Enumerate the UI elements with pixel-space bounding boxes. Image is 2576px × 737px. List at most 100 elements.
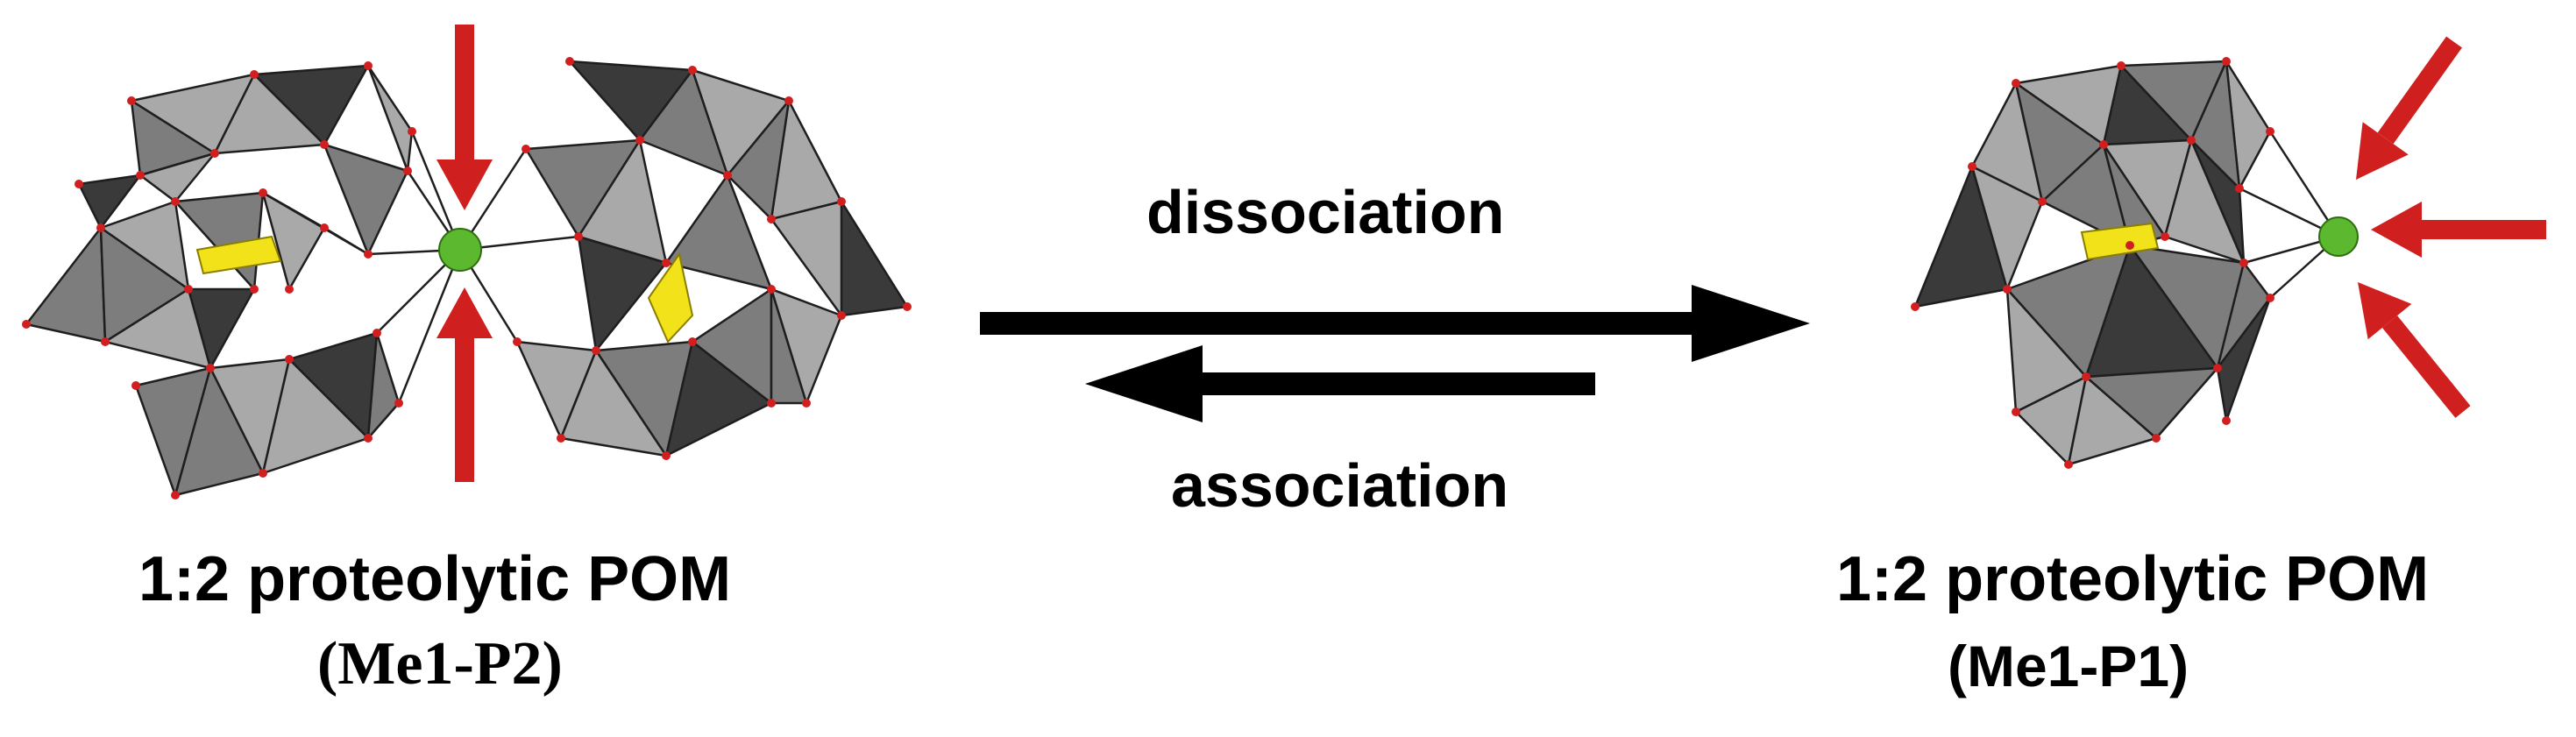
polyhedron-face bbox=[2216, 296, 2272, 422]
oxygen-vertex bbox=[2266, 127, 2274, 136]
oxygen-vertex bbox=[565, 57, 574, 66]
oxygen-vertex bbox=[373, 329, 381, 337]
polyhedron-face bbox=[103, 287, 212, 370]
oxygen-vertex bbox=[22, 320, 31, 329]
oxygen-vertex bbox=[2152, 434, 2161, 443]
oxygen-vertex bbox=[250, 285, 259, 294]
oxygen-vertex bbox=[408, 127, 416, 136]
red-arrow-head bbox=[436, 287, 493, 338]
oxygen-vertex bbox=[2222, 416, 2231, 425]
oxygen-vertex bbox=[394, 399, 403, 407]
oxygen-vertex bbox=[767, 285, 776, 294]
oxygen-vertex bbox=[557, 434, 565, 443]
oxygen-vertex bbox=[171, 197, 180, 206]
red-arrow-head bbox=[436, 159, 493, 210]
red-arrow-shaft bbox=[2422, 220, 2546, 239]
red-arrow-icon bbox=[2371, 202, 2546, 258]
oxygen-vertex bbox=[259, 469, 267, 478]
oxygen-vertex bbox=[2012, 79, 2020, 88]
red-arrow-head bbox=[2371, 202, 2422, 258]
red-arrow-head bbox=[2358, 282, 2412, 340]
red-arrow-shaft bbox=[2381, 315, 2471, 418]
oxygen-vertex bbox=[2213, 364, 2222, 372]
polyhedron-face bbox=[664, 340, 773, 457]
oxygen-vertex bbox=[75, 180, 83, 188]
oxygen-vertex bbox=[320, 223, 329, 232]
red-arrow-icon bbox=[436, 25, 493, 210]
heteroatom-tetrahedron bbox=[195, 235, 282, 275]
oxygen-vertex bbox=[320, 140, 329, 149]
polyhedron-face bbox=[2067, 375, 2158, 466]
oxygen-vertex bbox=[285, 285, 294, 294]
polyhedron-face bbox=[77, 174, 142, 230]
oxygen-vertex bbox=[635, 136, 644, 145]
right-pom-structure bbox=[1911, 57, 2359, 469]
association-label: association bbox=[1171, 451, 1509, 520]
reverse-arrow-head bbox=[1085, 345, 1203, 422]
oxygen-vertex bbox=[903, 302, 912, 311]
oxygen-vertex bbox=[259, 188, 267, 197]
red-arrow-icon bbox=[2356, 36, 2462, 180]
oxygen-vertex bbox=[250, 70, 259, 79]
oxygen-vertex bbox=[784, 96, 793, 105]
forward-arrow-shaft bbox=[980, 312, 1699, 335]
oxygen-vertex bbox=[2239, 259, 2248, 267]
oxygen-vertex bbox=[802, 399, 811, 407]
polyhedron-face bbox=[840, 200, 909, 317]
polyhedron-face bbox=[366, 64, 414, 173]
right-caption: 1:2 proteolytic POM bbox=[1836, 544, 2430, 614]
oxygen-vertex bbox=[127, 96, 136, 105]
polyhedron-face bbox=[726, 99, 791, 221]
polyhedron-face bbox=[323, 143, 409, 256]
polyhedron-face bbox=[577, 235, 668, 352]
oxygen-vertex bbox=[1968, 162, 1976, 171]
oxygen-vertex bbox=[136, 171, 145, 180]
oxygen-vertex bbox=[2161, 232, 2169, 241]
oxygen-vertex bbox=[2012, 407, 2020, 416]
green-sphere-icon bbox=[2318, 216, 2359, 257]
green-sphere-icon bbox=[438, 228, 482, 272]
oxygen-vertex bbox=[767, 399, 776, 407]
oxygen-vertex bbox=[131, 381, 140, 390]
oxygen-vertex bbox=[688, 337, 697, 346]
oxygen-vertex bbox=[364, 61, 373, 70]
oxygen-vertex bbox=[2222, 57, 2231, 66]
coordination-bond bbox=[397, 249, 462, 404]
red-arrow-shaft bbox=[2377, 36, 2462, 145]
polyhedron-face bbox=[366, 331, 401, 440]
oxygen-vertex bbox=[513, 337, 522, 346]
oxygen-vertex bbox=[2117, 61, 2125, 70]
left-caption: 1:2 proteolytic POM bbox=[138, 544, 732, 614]
red-arrow-shaft bbox=[455, 25, 474, 159]
polyhedron-face bbox=[638, 68, 729, 177]
red-arrow-icon bbox=[436, 287, 493, 482]
oxygen-vertex bbox=[2082, 372, 2090, 381]
oxygen-vertex bbox=[206, 364, 215, 372]
oxygen-vertex bbox=[96, 223, 105, 232]
oxygen-vertex bbox=[837, 311, 846, 320]
heteroatom-tetrahedron bbox=[2080, 222, 2160, 261]
oxygen-vertex bbox=[210, 149, 219, 158]
polyhedron-face bbox=[1970, 165, 2044, 291]
right-code: (Me1-P1) bbox=[1948, 634, 2189, 698]
oxygen-vertex bbox=[101, 337, 110, 346]
polyhedron-face bbox=[559, 349, 668, 457]
polyhedron-face bbox=[138, 152, 216, 203]
oxygen-vertex bbox=[837, 197, 846, 206]
attack-arrows bbox=[436, 25, 2546, 482]
oxygen-vertex bbox=[364, 250, 373, 259]
polyhedron-face bbox=[261, 358, 370, 475]
oxygen-vertex bbox=[2064, 460, 2073, 469]
left-pom-structure bbox=[22, 57, 912, 500]
equilibrium-arrows bbox=[980, 285, 1810, 422]
oxygen-vertex bbox=[688, 66, 697, 74]
oxygen-vertex bbox=[2125, 241, 2134, 250]
oxygen-vertex bbox=[723, 171, 732, 180]
oxygen-vertex bbox=[403, 167, 412, 175]
polyhedron-face bbox=[261, 191, 370, 256]
red-arrow-head bbox=[2356, 122, 2409, 180]
oxygen-vertex bbox=[2235, 184, 2244, 193]
oxygen-vertex bbox=[2187, 136, 2196, 145]
oxygen-vertex bbox=[364, 434, 373, 443]
